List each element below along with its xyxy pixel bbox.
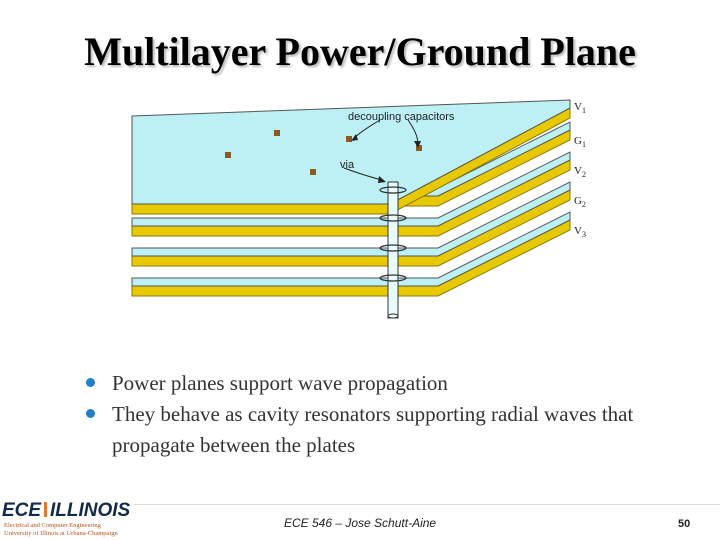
plane-label-v2: V2 <box>574 165 586 179</box>
bullet-item: They behave as cavity resonators support… <box>86 399 686 461</box>
bullet-list: Power planes support wave propagation Th… <box>86 368 686 461</box>
svg-text:University of Illinois at Urba: University of Illinois at Urbana-Champai… <box>4 530 118 537</box>
plane-label-v1: V1 <box>574 101 586 115</box>
bullet-text: Power planes support wave propagation <box>112 371 448 395</box>
svg-text:ILLINOIS: ILLINOIS <box>50 500 131 521</box>
capacitor-3 <box>310 169 316 175</box>
bullet-text: They behave as cavity resonators support… <box>112 402 634 457</box>
plane-layer-5 <box>131 211 571 297</box>
plane-label-g1: G1 <box>574 135 586 149</box>
bullet-item: Power planes support wave propagation <box>86 368 686 399</box>
svg-text:ECE: ECE <box>2 500 42 521</box>
multilayer-plane-diagram: decoupling capacitors via V1 G1 V2 G2 V3 <box>131 99 586 319</box>
via <box>379 181 407 319</box>
capacitor-2 <box>225 152 231 158</box>
svg-text:Electrical and Computer Engine: Electrical and Computer Engineering <box>4 522 102 529</box>
bullet-icon <box>86 378 95 387</box>
arrow-head <box>351 134 358 141</box>
slide-title: Multilayer Power/Ground Plane <box>84 29 636 74</box>
plane-label-v3: V3 <box>574 225 586 239</box>
capacitor-4 <box>346 136 352 142</box>
ece-illinois-logo: ECE ILLINOIS Electrical and Computer Eng… <box>2 500 131 537</box>
arrow-head <box>378 176 386 183</box>
page-number: 50 <box>678 518 691 530</box>
decoupling-capacitors-label: decoupling capacitors <box>348 111 455 123</box>
plane-label-g2: G2 <box>574 195 586 209</box>
capacitor-1 <box>274 130 280 136</box>
plane-layer-4 <box>131 181 571 267</box>
bullet-icon <box>86 409 95 418</box>
plane-layer-3 <box>131 151 571 237</box>
arrow-head <box>414 141 421 148</box>
footer-divider <box>134 504 720 505</box>
capacitor-5 <box>416 145 422 151</box>
footer-course: ECE 546 – Jose Schutt-Aine <box>284 516 437 530</box>
via-label: via <box>340 159 355 171</box>
